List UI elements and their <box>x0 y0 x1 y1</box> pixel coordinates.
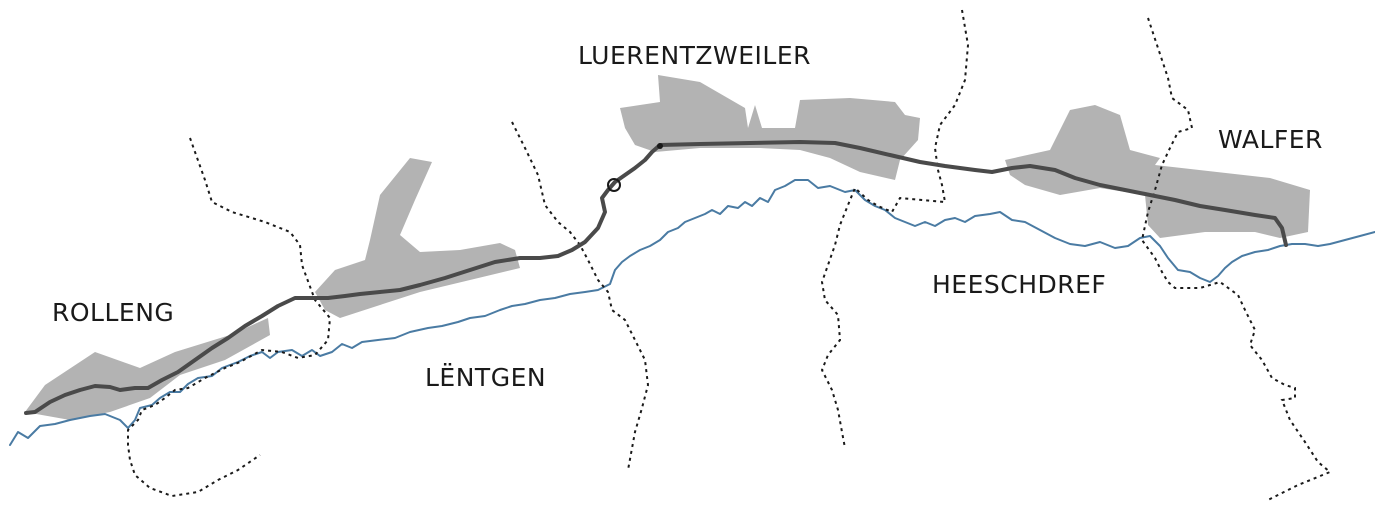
settlement-rolleng <box>25 318 270 420</box>
station-marker-dot <box>657 143 663 149</box>
boundary-heeschdref-walfer <box>1140 17 1332 501</box>
label-heeschdref: HEESCHDREF <box>932 270 1106 299</box>
label-rolleng: ROLLENG <box>52 298 174 327</box>
boundary-luerentzweiler-heeschdref <box>820 9 970 449</box>
boundary-lentgen-luerentzweiler <box>511 121 650 471</box>
river <box>9 179 1375 446</box>
settlement-luerentzweiler <box>620 75 920 180</box>
municipal-boundaries <box>127 9 1332 501</box>
boundary-rolleng-lentgen <box>127 137 332 498</box>
settlement-lentgen <box>315 158 520 318</box>
label-lentgen: LËNTGEN <box>425 363 546 392</box>
label-walfer: WALFER <box>1218 125 1323 154</box>
settlement-areas <box>25 75 1310 420</box>
route-line <box>24 140 1288 415</box>
label-luerentzweiler: LUERENTZWEILER <box>578 41 811 70</box>
station-marker-open <box>607 178 621 192</box>
settlement-walfer <box>1005 105 1310 238</box>
